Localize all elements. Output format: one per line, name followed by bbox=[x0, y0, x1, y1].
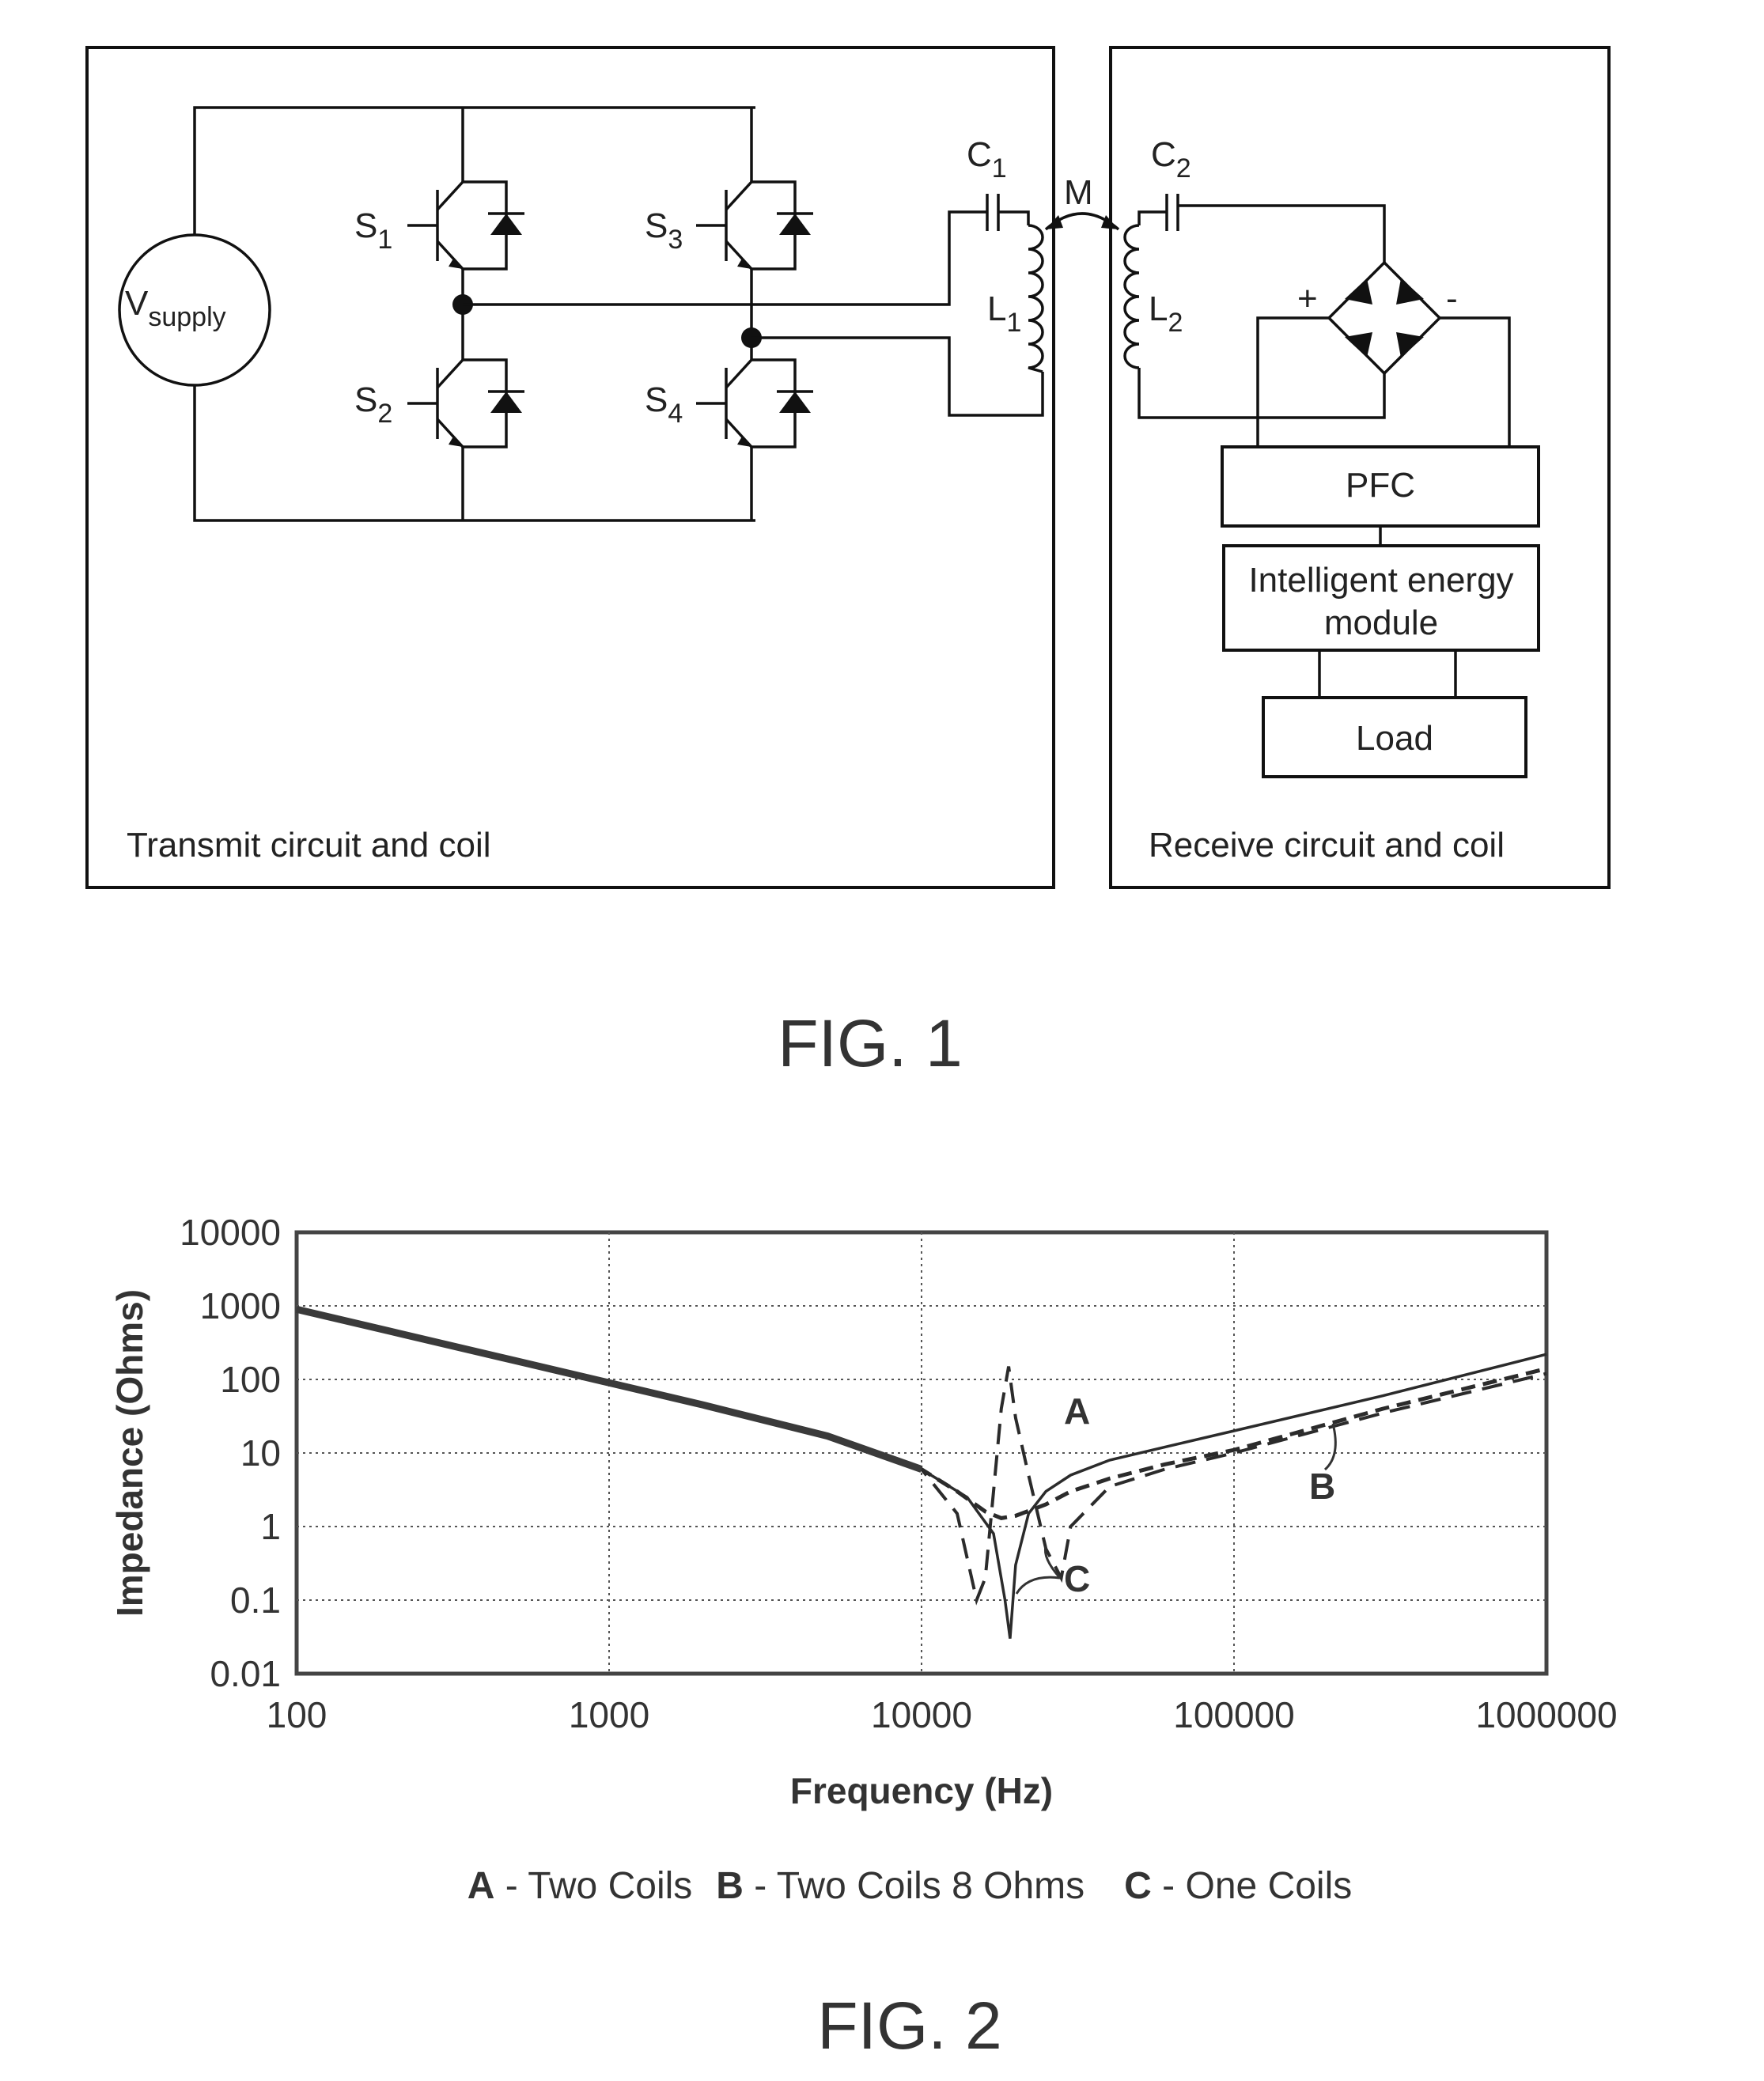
fig2-caption: FIG. 2 bbox=[817, 1988, 1001, 2056]
curve-label-c: C bbox=[1064, 1558, 1090, 1599]
switch-s3 bbox=[696, 182, 813, 269]
diode-s4 bbox=[779, 392, 811, 413]
transmit-label: Transmit circuit and coil bbox=[127, 826, 491, 865]
pfc-label: PFC bbox=[1346, 466, 1415, 505]
y-tick-label: 10 bbox=[240, 1432, 281, 1474]
y-tick-label: 1 bbox=[260, 1506, 281, 1547]
y-tick-label: 100 bbox=[220, 1359, 281, 1400]
diode-s2 bbox=[490, 392, 522, 413]
switch-s4 bbox=[696, 360, 813, 447]
curve-label-a: A bbox=[1064, 1390, 1090, 1432]
inductor-l1 bbox=[1028, 225, 1043, 372]
leader-b bbox=[1325, 1424, 1335, 1470]
diode-s1 bbox=[490, 214, 522, 235]
s1-label: S1 bbox=[354, 206, 392, 255]
s4-label: S4 bbox=[645, 380, 683, 429]
curve-label-b: B bbox=[1309, 1466, 1335, 1507]
l2-label: L2 bbox=[1149, 289, 1183, 338]
legend-text-a: - Two Coils bbox=[494, 1865, 692, 1907]
l1-label: L1 bbox=[987, 289, 1021, 338]
y-tick-label: 0.01 bbox=[210, 1653, 281, 1694]
plus-sign: + bbox=[1297, 279, 1318, 318]
leader-c bbox=[1016, 1546, 1060, 1594]
mutual-label: M bbox=[1064, 173, 1093, 212]
bridge-rectifier bbox=[1329, 263, 1440, 373]
legend-key-b: B bbox=[716, 1865, 744, 1907]
x-tick-label: 10000 bbox=[871, 1694, 972, 1735]
vsupply-source: Vsupply bbox=[119, 235, 270, 385]
legend-text-c: - One Coils bbox=[1152, 1865, 1352, 1907]
y-axis-title: Impedance (Ohms) bbox=[109, 1289, 150, 1617]
s2-label: S2 bbox=[354, 380, 392, 429]
fig1-caption: FIG. 1 bbox=[778, 1006, 962, 1080]
transmit-box bbox=[87, 47, 1054, 887]
switch-s2 bbox=[407, 360, 524, 447]
y-tick-label: 0.1 bbox=[230, 1580, 281, 1621]
x-tick-label: 1000 bbox=[569, 1694, 649, 1735]
legend: A - Two Coils B - Two Coils 8 Ohms C - One… bbox=[467, 1865, 1353, 1907]
y-tick-label: 10000 bbox=[180, 1212, 281, 1253]
fig2-impedance-chart: 100 1000 10000 100000 1000000 10000 1000 100 10 1… bbox=[0, 1147, 1764, 2056]
series-overlap-segment bbox=[297, 1309, 922, 1469]
legend-text-b: - Two Coils 8 Ohms bbox=[744, 1865, 1085, 1907]
c2-label: C2 bbox=[1151, 135, 1191, 184]
minus-sign: - bbox=[1446, 279, 1458, 318]
switch-s1 bbox=[407, 182, 524, 269]
x-axis-title: Frequency (Hz) bbox=[790, 1770, 1053, 1811]
legend-key-a: A bbox=[467, 1865, 495, 1907]
inductor-l2 bbox=[1125, 225, 1139, 368]
c1-label: C1 bbox=[967, 135, 1007, 184]
x-tick-label: 100000 bbox=[1173, 1694, 1295, 1735]
load-label: Load bbox=[1356, 719, 1433, 758]
grid bbox=[297, 1232, 1546, 1674]
x-tick-label: 100 bbox=[267, 1694, 327, 1735]
legend-key-c: C bbox=[1124, 1865, 1152, 1907]
tick-labels: 100 1000 10000 100000 1000000 10000 1000 100 10 1… bbox=[180, 1212, 1617, 1735]
receive-label: Receive circuit and coil bbox=[1149, 826, 1505, 865]
iem-label-line1: Intelligent energy bbox=[1248, 561, 1513, 600]
s3-label: S3 bbox=[645, 206, 683, 255]
fig1-circuit-diagram: Vsupply bbox=[0, 0, 1764, 1092]
diode-s3 bbox=[779, 214, 811, 235]
iem-label-line2: module bbox=[1324, 603, 1438, 642]
x-tick-label: 1000000 bbox=[1475, 1694, 1617, 1735]
vsupply-label: Vsupply bbox=[125, 284, 226, 332]
capacitor-c2 bbox=[1167, 194, 1384, 263]
y-tick-label: 1000 bbox=[200, 1285, 281, 1326]
capacitor-c1 bbox=[977, 194, 1028, 231]
